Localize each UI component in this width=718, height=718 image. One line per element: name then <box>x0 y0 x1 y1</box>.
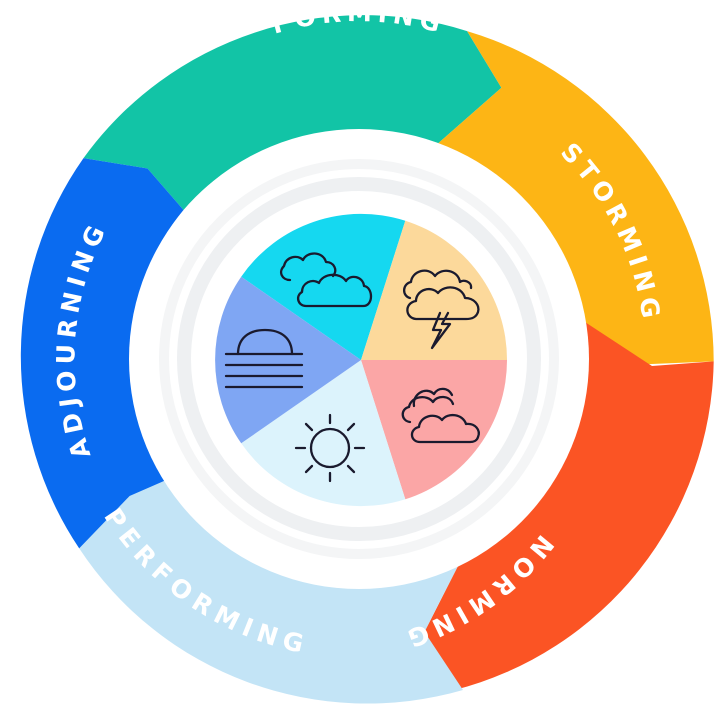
forming-weather-slice <box>241 213 406 360</box>
performing-segment[interactable] <box>79 480 463 704</box>
clouds-icon <box>280 252 373 308</box>
cloud-sun-icon <box>401 387 480 444</box>
sun-icon <box>294 413 366 483</box>
inner-ring-outer <box>159 159 559 559</box>
stage-ring <box>20 15 714 704</box>
performing-weather-slice <box>241 360 406 507</box>
sunset-horizon-icon <box>224 328 304 389</box>
storming-segment[interactable] <box>437 31 714 380</box>
inner-ring-inner <box>177 177 541 541</box>
adjourning-segment[interactable] <box>20 158 184 549</box>
adjourning-weather-slice <box>215 276 361 444</box>
forming-segment[interactable] <box>83 15 502 210</box>
weather-pie <box>215 213 508 507</box>
norming-weather-slice <box>361 360 508 500</box>
norming-segment[interactable] <box>424 318 714 691</box>
thunderstorm-icon <box>402 269 480 350</box>
